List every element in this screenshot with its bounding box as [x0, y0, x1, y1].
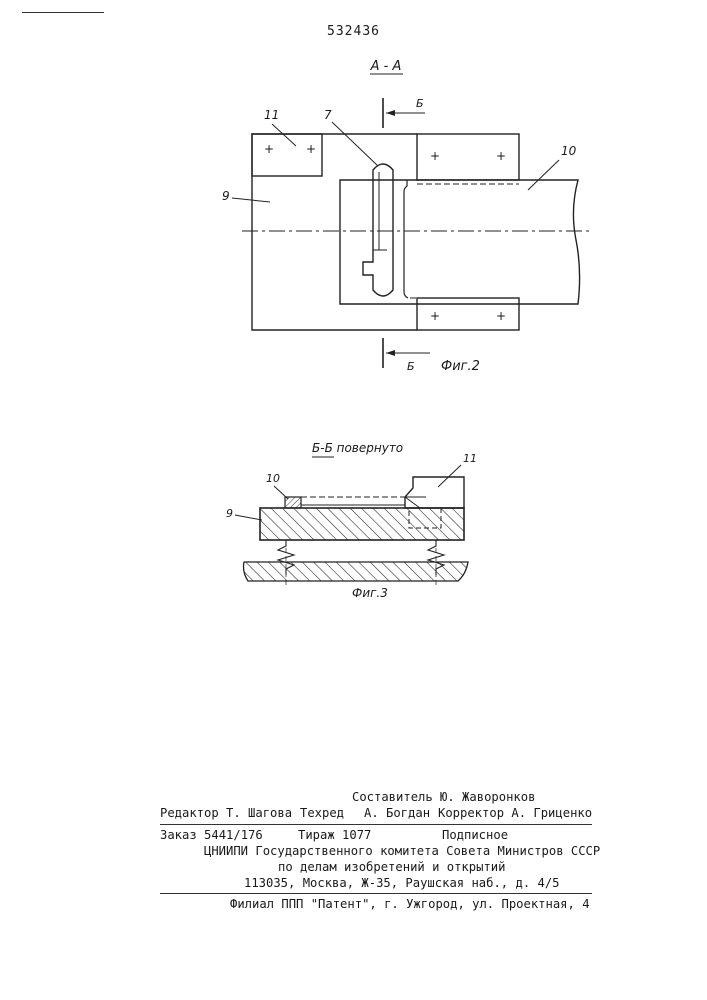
institute-line-2: по делам изобретений и открытий — [278, 860, 505, 874]
svg-text:+: + — [496, 149, 506, 163]
svg-text:+: + — [264, 142, 274, 156]
part-9-plate — [260, 508, 464, 540]
svg-text:+: + — [496, 309, 506, 323]
editor-line: Редактор Т. Шагова — [160, 806, 292, 820]
part-7-slot — [363, 164, 393, 296]
print-run-line: Тираж 1077 — [298, 828, 371, 842]
colophon-rule-2 — [160, 893, 592, 894]
corrector-line: Корректор А. Гриценко — [438, 806, 592, 820]
svg-text:+: + — [306, 142, 316, 156]
base-plate — [244, 562, 469, 581]
fig3-callout-10: 10 — [266, 472, 280, 485]
subscription-line: Подписное — [442, 828, 508, 842]
techred-label: Техред — [300, 806, 344, 820]
colophon-rule-1 — [160, 824, 592, 825]
fig2-section-label: А - А — [370, 59, 402, 74]
svg-text:+: + — [430, 149, 440, 163]
institute-address: 113035, Москва, Ж-35, Раушская наб., д. … — [244, 876, 560, 890]
part-9-body — [252, 134, 417, 330]
fig2-section-mark-bottom: Б — [407, 360, 415, 373]
fig3-callout-9: 9 — [226, 507, 233, 520]
fig2-callout-9: 9 — [222, 189, 230, 203]
figure-2: А - А Б + + + + + + — [222, 59, 590, 374]
institute-line-1: ЦНИИПИ Государственного комитета Совета … — [204, 844, 600, 858]
fig2-caption: Фиг.2 — [441, 359, 480, 374]
svg-text:+: + — [430, 309, 440, 323]
fig2-callout-11: 11 — [264, 108, 279, 122]
branch-line: Филиал ППП "Патент", г. Ужгород, ул. Про… — [230, 897, 590, 911]
fig2-section-mark-top: Б — [416, 97, 424, 110]
compiler-line: Составитель Ю. Жаворонков — [352, 790, 535, 804]
fig2-callout-10: 10 — [561, 144, 577, 158]
fig2-callout-7: 7 — [324, 108, 332, 122]
techred-name: А. Богдан — [364, 806, 430, 820]
fig3-callout-11: 11 — [463, 452, 477, 465]
part-10-strip — [340, 180, 580, 304]
figure-3: Б-Б повернуто Фиг.3 10 11 9 — [226, 441, 477, 600]
fig3-caption: Фиг.3 — [352, 586, 388, 600]
order-line: Заказ 5441/176 — [160, 828, 263, 842]
fig3-section-label: Б-Б повернуто — [312, 441, 403, 455]
